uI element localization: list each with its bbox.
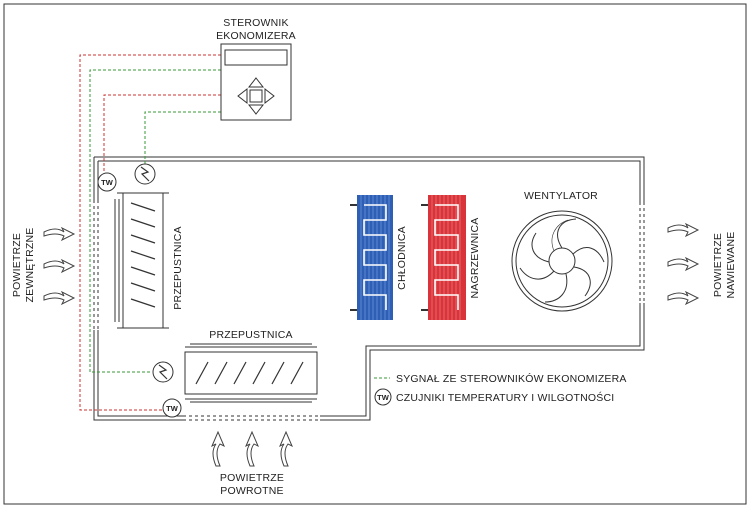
outdoor-air-label-line1: POWIETRZE [11,233,23,297]
controller-title-line1: STEROWNIK [223,17,288,29]
outer-frame [3,3,747,505]
return-air-arrows [211,430,293,467]
controller-title-line2: EKONOMIZERA [216,30,296,42]
supply-air-label-line1: POWIETRZE [712,233,724,297]
svg-text:TW: TW [377,393,390,402]
unit-housing [93,156,645,421]
cooler-coil [350,195,393,320]
wire-red-outer [79,54,221,411]
legend-sensors-text: CZUJNIKI TEMPERATURY I WILGOTNOŚCI [396,391,614,404]
supply-air-label-line2: NAWIEWANE [725,232,737,299]
heater-coil [421,195,466,320]
svg-text:TW: TW [101,178,114,187]
tw-sensor-bottom: TW [162,398,182,418]
wire-green-outer [89,69,221,373]
controller-display [224,49,288,66]
tw-sensor-top: TW [97,172,117,192]
legend: SYGNAŁ ZE STEROWNIKÓW EKONOMIZERA TW CZU… [374,372,627,406]
cooler-label: CHŁODNICA [396,226,408,290]
legend-tw-sensor-icon: TW [374,388,392,406]
signal-wires [79,54,221,411]
svg-text:TW: TW [166,404,179,413]
legend-signal-text: SYGNAŁ ZE STEROWNIKÓW EKONOMIZERA [396,372,627,385]
fan-icon [511,210,613,312]
actuator-icon-bottom [152,361,174,383]
dpad-icon [237,77,275,115]
bottom-damper [184,343,318,403]
supply-air-arrows [667,222,700,306]
wire-green-inner [144,111,221,164]
outdoor-air-arrows [43,226,76,306]
outdoor-air-label-line2: ZEWNĘTRZNE [24,228,36,303]
bottom-damper-label: PRZEPUSTNICA [209,329,293,341]
return-air-label-line1: POWIETRZE [220,472,284,484]
left-damper [114,192,169,329]
return-air-label-line2: POWROTNE [220,485,283,497]
wire-red-inner [103,94,221,173]
heater-label: NAGRZEWNICA [469,218,481,299]
fan-label: WENTYLATOR [524,190,598,202]
left-damper-label: PRZEPUSTNICA [172,226,184,310]
economizer-controller: STEROWNIK EKONOMIZERA [216,17,296,121]
actuator-icon-top [134,163,156,185]
